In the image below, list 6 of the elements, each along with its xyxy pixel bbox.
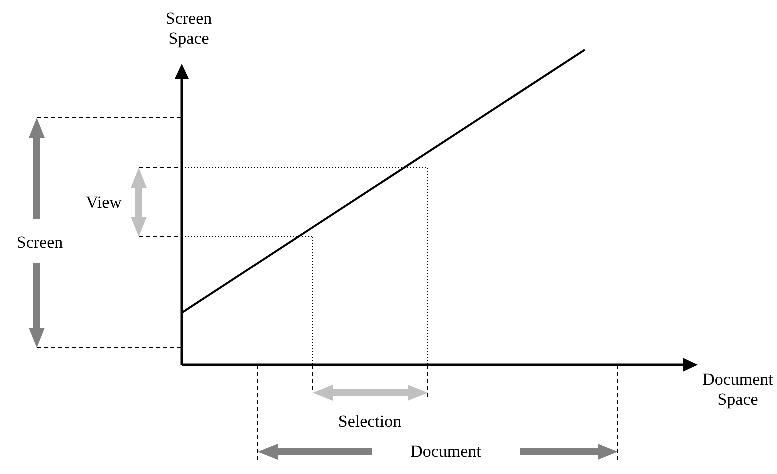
dimension-label: Selection (337, 412, 403, 432)
axis-label: Document Space (702, 370, 774, 410)
dimension-label: Document (410, 442, 482, 462)
axis-label: Screen Space (164, 9, 214, 49)
dimension-label: View (85, 193, 123, 213)
dimension-label: Screen (16, 233, 64, 253)
